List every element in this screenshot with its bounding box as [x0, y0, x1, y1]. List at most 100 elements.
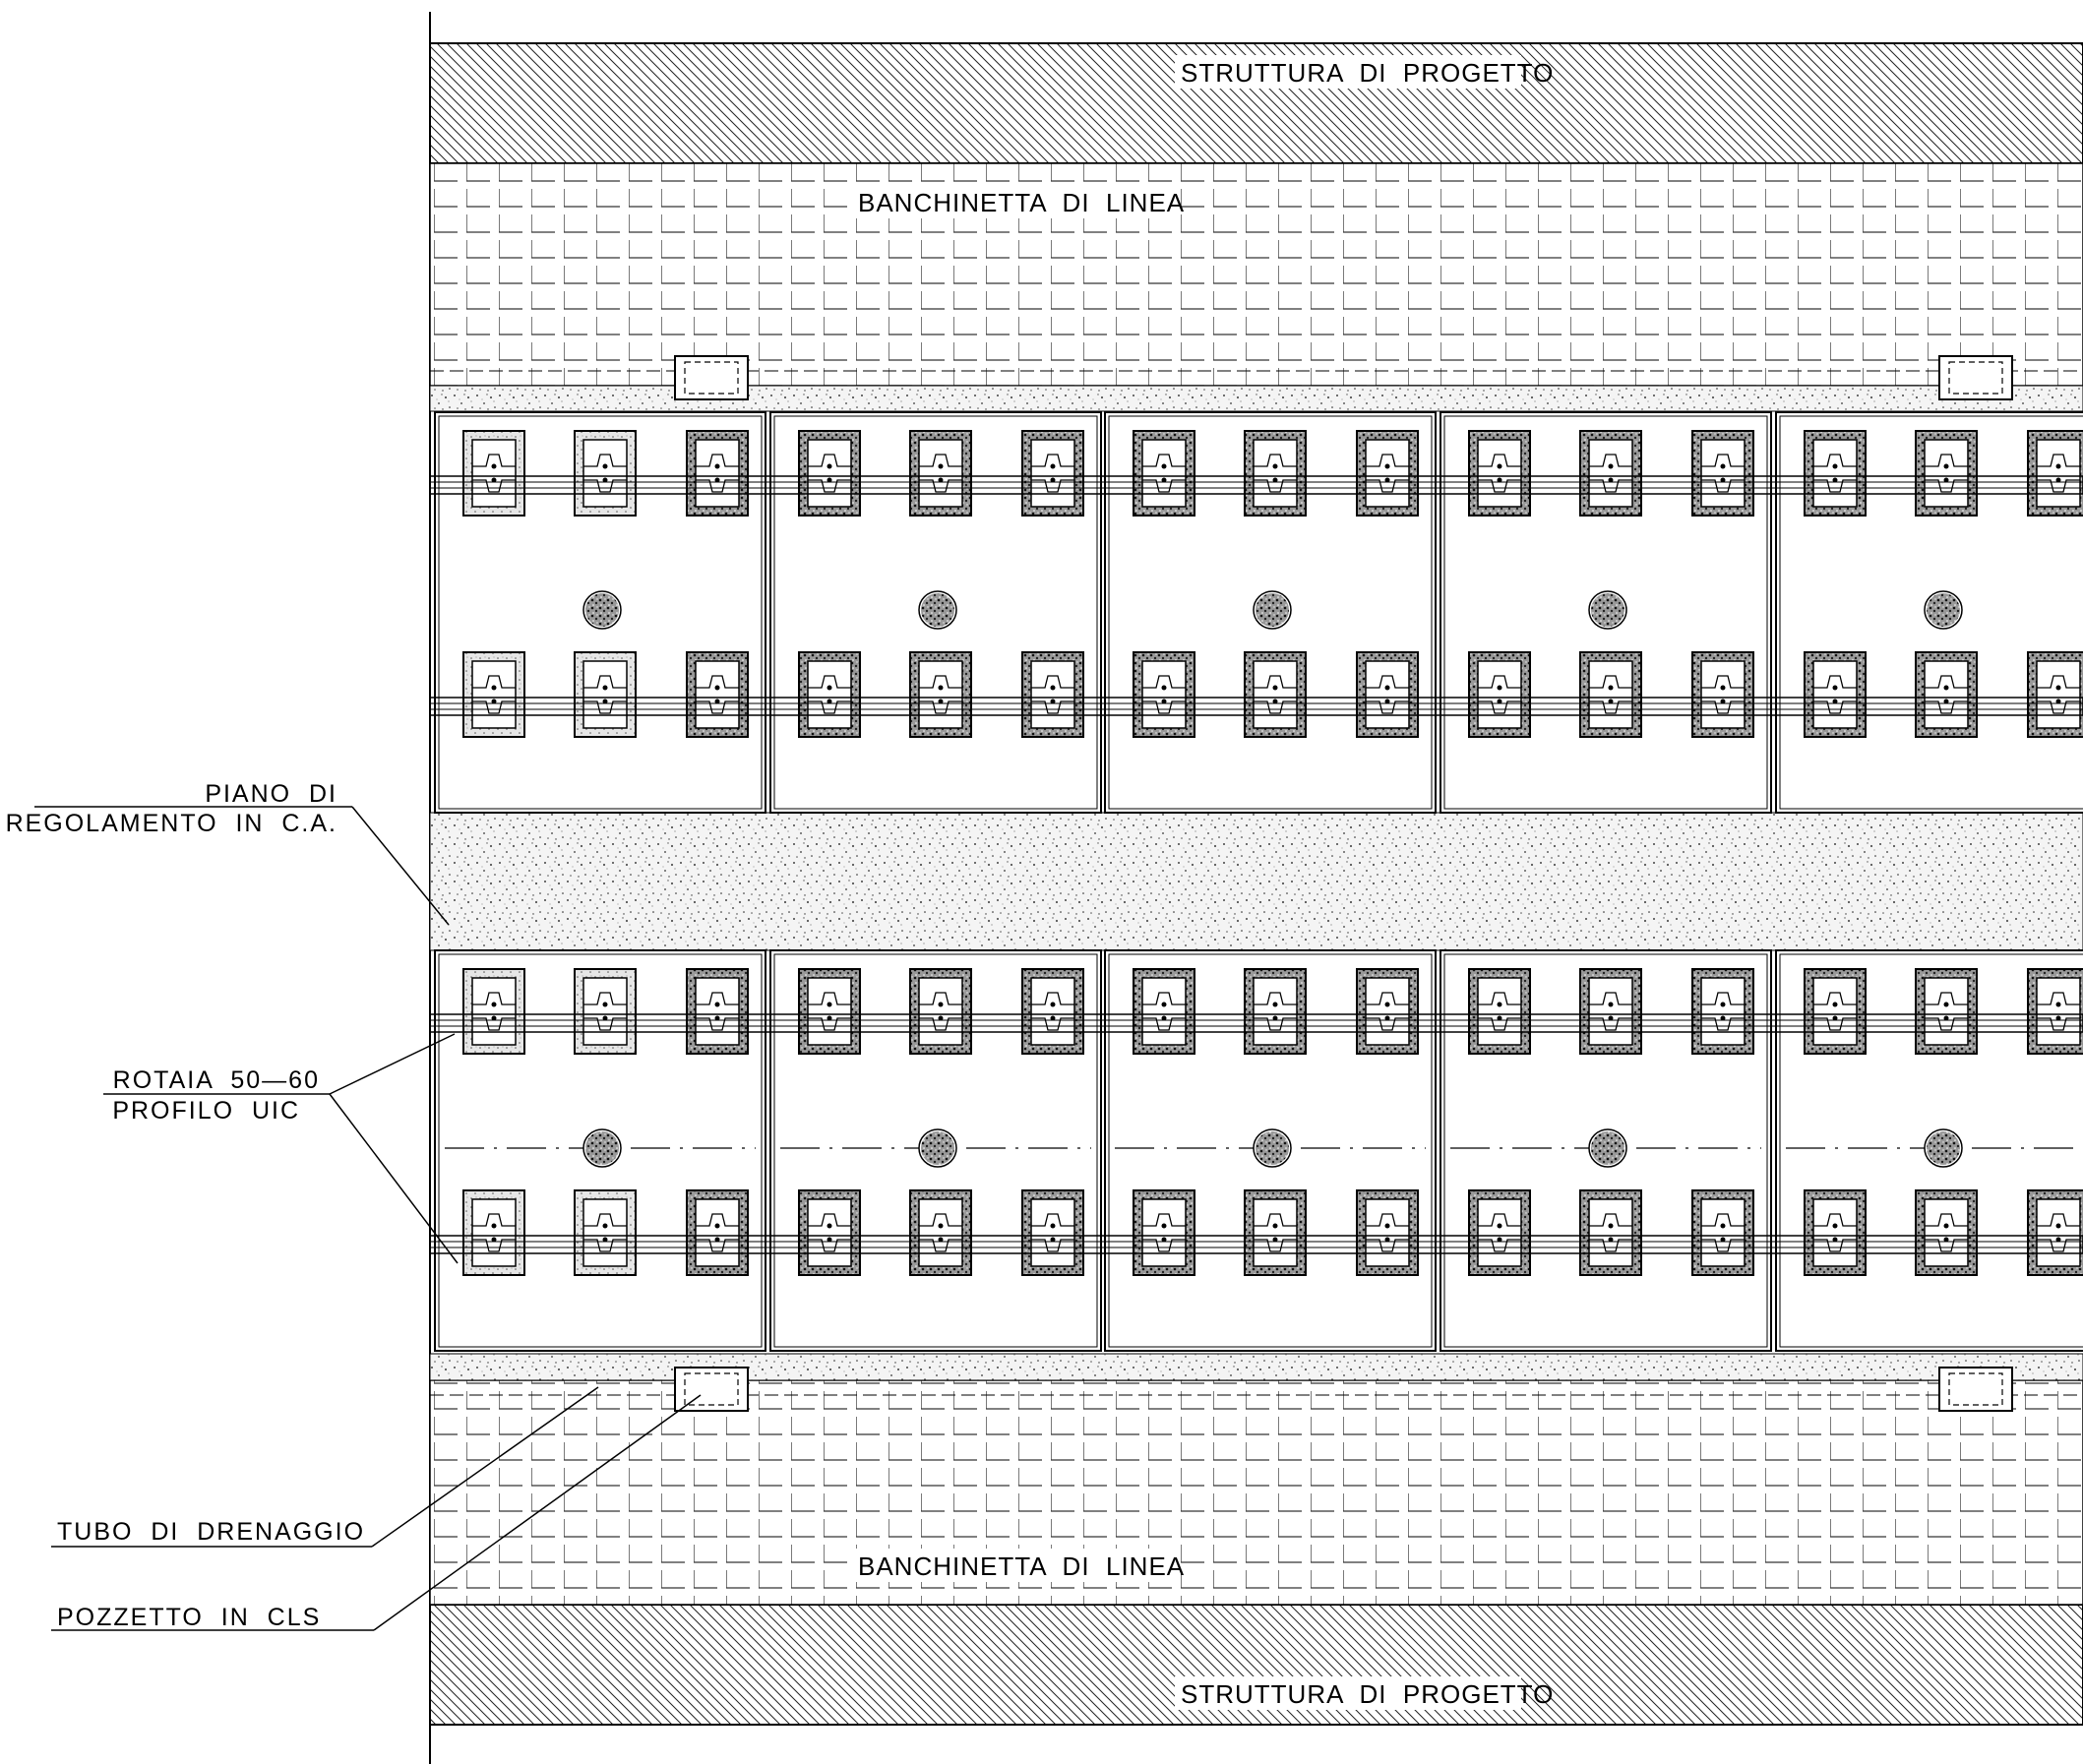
- track-lower: [429, 949, 2083, 1352]
- rail-fastening-pad: [462, 651, 525, 738]
- rail-fastening-pad: [1244, 651, 1307, 738]
- precast-track-slab: [769, 411, 1102, 814]
- rail-uic-50-60: [429, 1013, 2083, 1033]
- rail-fastening-pad: [909, 651, 972, 738]
- rail-fastening-pad: [909, 1189, 972, 1276]
- annotation-rotaia-line1: ROTAIA 50—60: [113, 1066, 320, 1094]
- rail-fastening-pad: [1468, 651, 1531, 738]
- slab-drain-hole: [1924, 1128, 1963, 1168]
- rail-fastening-pad: [1579, 968, 1642, 1055]
- rail-fastening-pad: [1468, 430, 1531, 517]
- rail-fastening-pad: [1468, 968, 1531, 1055]
- label-banchinetta-bottom: BANCHINETTA DI LINEA: [858, 1551, 1185, 1581]
- label-struttura-top: STRUTTURA DI PROGETTO: [1181, 58, 1554, 88]
- rail-fastening-pad: [1804, 430, 1867, 517]
- rail-fastening-pad: [1915, 430, 1978, 517]
- track-upper: [429, 411, 2083, 814]
- rail-fastening-pad: [1356, 430, 1419, 517]
- rail-fastening-pad: [1021, 1189, 1084, 1276]
- annotation-tubo-drenaggio: TUBO DI DRENAGGIO: [51, 1386, 599, 1548]
- slab-drain-hole: [918, 590, 957, 630]
- rail-fastening-pad: [2027, 968, 2083, 1055]
- rail-fastening-pad: [1579, 1189, 1642, 1276]
- rail-fastening-pad: [1691, 1189, 1754, 1276]
- rail-fastening-pad: [2027, 651, 2083, 738]
- annotation-piano-line2: REGOLAMENTO IN C.A.: [6, 810, 337, 837]
- annotation-piano-line1: PIANO DI: [205, 780, 337, 808]
- rail-fastening-pad: [1804, 1189, 1867, 1276]
- rail-fastening-pad: [2027, 1189, 2083, 1276]
- rail-fastening-pad: [686, 1189, 749, 1276]
- rail-fastening-pad: [1804, 968, 1867, 1055]
- rail-fastening-pad: [462, 968, 525, 1055]
- annotation-piano-regolamento: PIANO DI REGOLAMENTO IN C.A.: [6, 780, 450, 926]
- precast-track-slab: [1775, 411, 2083, 814]
- rail-uic-50-60: [429, 1235, 2083, 1254]
- precast-track-slab: [434, 949, 766, 1352]
- slab-drain-hole: [582, 1128, 622, 1168]
- rail-fastening-pad: [1356, 1189, 1419, 1276]
- banchinetta-bottom: [429, 1379, 2083, 1606]
- precast-track-slab: [1775, 949, 2083, 1352]
- rail-fastening-pad: [1244, 1189, 1307, 1276]
- rail-fastening-pad: [798, 968, 861, 1055]
- annotation-rotaia: ROTAIA 50—60 PROFILO UIC: [103, 1033, 459, 1264]
- piano-regolamento-ca: [429, 812, 2083, 951]
- rail-fastening-pad: [1021, 651, 1084, 738]
- pozzetto-top-right: [1938, 355, 2013, 400]
- rail-fastening-pad: [686, 651, 749, 738]
- precast-track-slab: [1104, 411, 1437, 814]
- slab-drain-hole: [1924, 590, 1963, 630]
- rail-fastening-pad: [1133, 968, 1195, 1055]
- rail-uic-50-60: [429, 697, 2083, 716]
- rail-fastening-pad: [1244, 430, 1307, 517]
- precast-track-slab: [434, 411, 766, 814]
- rail-fastening-pad: [1468, 1189, 1531, 1276]
- rail-fastening-pad: [798, 651, 861, 738]
- rail-fastening-pad: [462, 1189, 525, 1276]
- rail-fastening-pad: [1691, 651, 1754, 738]
- slab-drain-hole: [1253, 590, 1292, 630]
- rail-fastening-pad: [574, 968, 637, 1055]
- rail-fastening-pad: [909, 968, 972, 1055]
- annotation-pozzetto: POZZETTO IN CLS: [51, 1394, 702, 1631]
- precast-track-slab: [1440, 411, 1772, 814]
- rail-fastening-pad: [1133, 430, 1195, 517]
- rail-uic-50-60: [429, 475, 2083, 495]
- rail-fastening-pad: [1133, 651, 1195, 738]
- rail-fastening-pad: [1915, 968, 1978, 1055]
- rail-fastening-pad: [1579, 430, 1642, 517]
- rail-fastening-pad: [1021, 968, 1084, 1055]
- slab-drain-hole: [918, 1128, 957, 1168]
- rail-fastening-pad: [1915, 651, 1978, 738]
- rail-fastening-pad: [1356, 651, 1419, 738]
- slab-drain-hole: [1253, 1128, 1292, 1168]
- banchinetta-top: [429, 162, 2083, 387]
- annotation-pozzetto-text: POZZETTO IN CLS: [57, 1604, 321, 1631]
- annotation-tubo: TUBO DI DRENAGGIO: [57, 1518, 365, 1546]
- pozzetto-top-left: [674, 355, 749, 400]
- label-banchinetta-top: BANCHINETTA DI LINEA: [858, 188, 1185, 217]
- rail-fastening-pad: [1133, 1189, 1195, 1276]
- rail-fastening-pad: [1356, 968, 1419, 1055]
- label-struttura-bottom: STRUTTURA DI PROGETTO: [1181, 1679, 1554, 1709]
- slab-drain-hole: [1588, 590, 1627, 630]
- rail-fastening-pad: [798, 1189, 861, 1276]
- precast-track-slab: [769, 949, 1102, 1352]
- rail-fastening-pad: [462, 430, 525, 517]
- precast-track-slab: [1440, 949, 1772, 1352]
- slab-drain-hole: [1588, 1128, 1627, 1168]
- rail-fastening-pad: [574, 430, 637, 517]
- pozzetto-bottom-left: [674, 1367, 749, 1412]
- rail-fastening-pad: [2027, 430, 2083, 517]
- rail-fastening-pad: [1691, 968, 1754, 1055]
- rail-fastening-pad: [1021, 430, 1084, 517]
- annotation-rotaia-line2: PROFILO UIC: [112, 1097, 300, 1125]
- rail-fastening-pad: [1579, 651, 1642, 738]
- rail-fastening-pad: [1804, 651, 1867, 738]
- rail-fastening-pad: [686, 430, 749, 517]
- rail-fastening-pad: [574, 651, 637, 738]
- rail-fastening-pad: [909, 430, 972, 517]
- slab-drain-hole: [582, 590, 622, 630]
